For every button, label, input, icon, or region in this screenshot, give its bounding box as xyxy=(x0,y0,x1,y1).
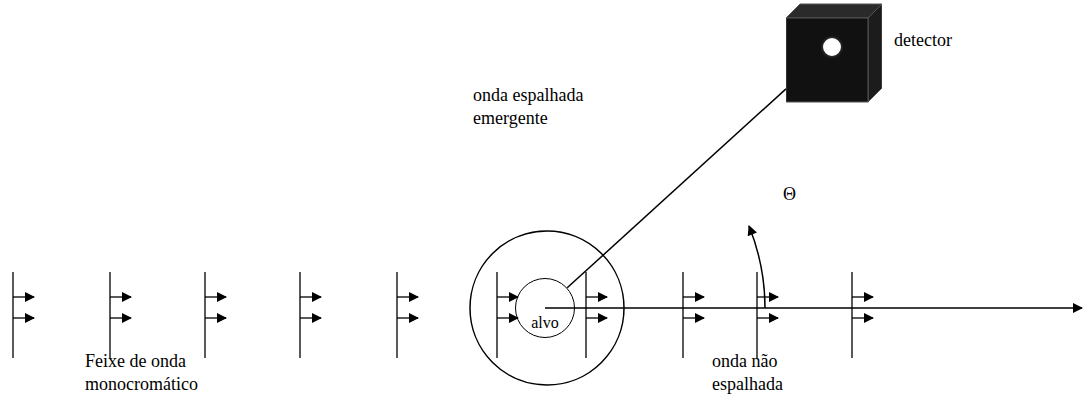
propagation-arrow xyxy=(497,296,518,297)
wavefront-line xyxy=(299,272,300,358)
propagation-arrow xyxy=(586,296,607,297)
wavefront-line xyxy=(756,272,757,358)
cube-side xyxy=(868,4,882,102)
scatter-direction-line xyxy=(567,89,786,288)
wavefront-line xyxy=(12,272,13,358)
propagation-arrow xyxy=(852,296,873,297)
propagation-arrow xyxy=(110,296,131,297)
target-label: alvo xyxy=(531,314,559,332)
wavefront-line xyxy=(585,272,586,358)
wavefronts xyxy=(13,272,873,358)
propagation-arrow xyxy=(757,296,778,297)
wavefront-line xyxy=(396,272,397,358)
target-circle: alvo xyxy=(515,278,575,338)
detector-cube xyxy=(786,2,882,104)
detector-box: detector xyxy=(786,2,882,104)
propagation-arrow xyxy=(683,296,704,297)
wavefront-line xyxy=(851,272,852,358)
cube-top xyxy=(786,4,882,18)
incident-beam-label: Feixe de onda monocromático xyxy=(85,350,235,396)
propagation-arrow xyxy=(13,296,34,297)
propagation-arrow xyxy=(300,296,321,297)
beam-axis xyxy=(545,307,1082,309)
propagation-arrow xyxy=(586,317,607,318)
propagation-arrow xyxy=(757,317,778,318)
propagation-arrow xyxy=(397,296,418,297)
wavefront-line xyxy=(109,272,110,358)
propagation-arrow xyxy=(205,317,226,318)
propagation-arrow xyxy=(683,317,704,318)
cube-front xyxy=(786,18,868,102)
scattered-wave-label: onda espalhada emergente xyxy=(473,84,623,130)
detector-label: detector xyxy=(894,29,952,51)
propagation-arrow xyxy=(300,317,321,318)
propagation-arrow xyxy=(497,317,518,318)
propagation-arrow xyxy=(205,296,226,297)
angle-symbol: Θ xyxy=(783,183,813,206)
wavefront-line xyxy=(682,272,683,358)
propagation-arrow xyxy=(110,317,131,318)
propagation-arrow xyxy=(13,317,34,318)
wavefront-line xyxy=(496,272,497,358)
unscattered-wave-label: onda não espalhada xyxy=(712,350,812,396)
wavefront-line xyxy=(204,272,205,358)
detector-lens xyxy=(822,37,842,57)
propagation-arrow xyxy=(852,317,873,318)
propagation-arrow xyxy=(397,317,418,318)
